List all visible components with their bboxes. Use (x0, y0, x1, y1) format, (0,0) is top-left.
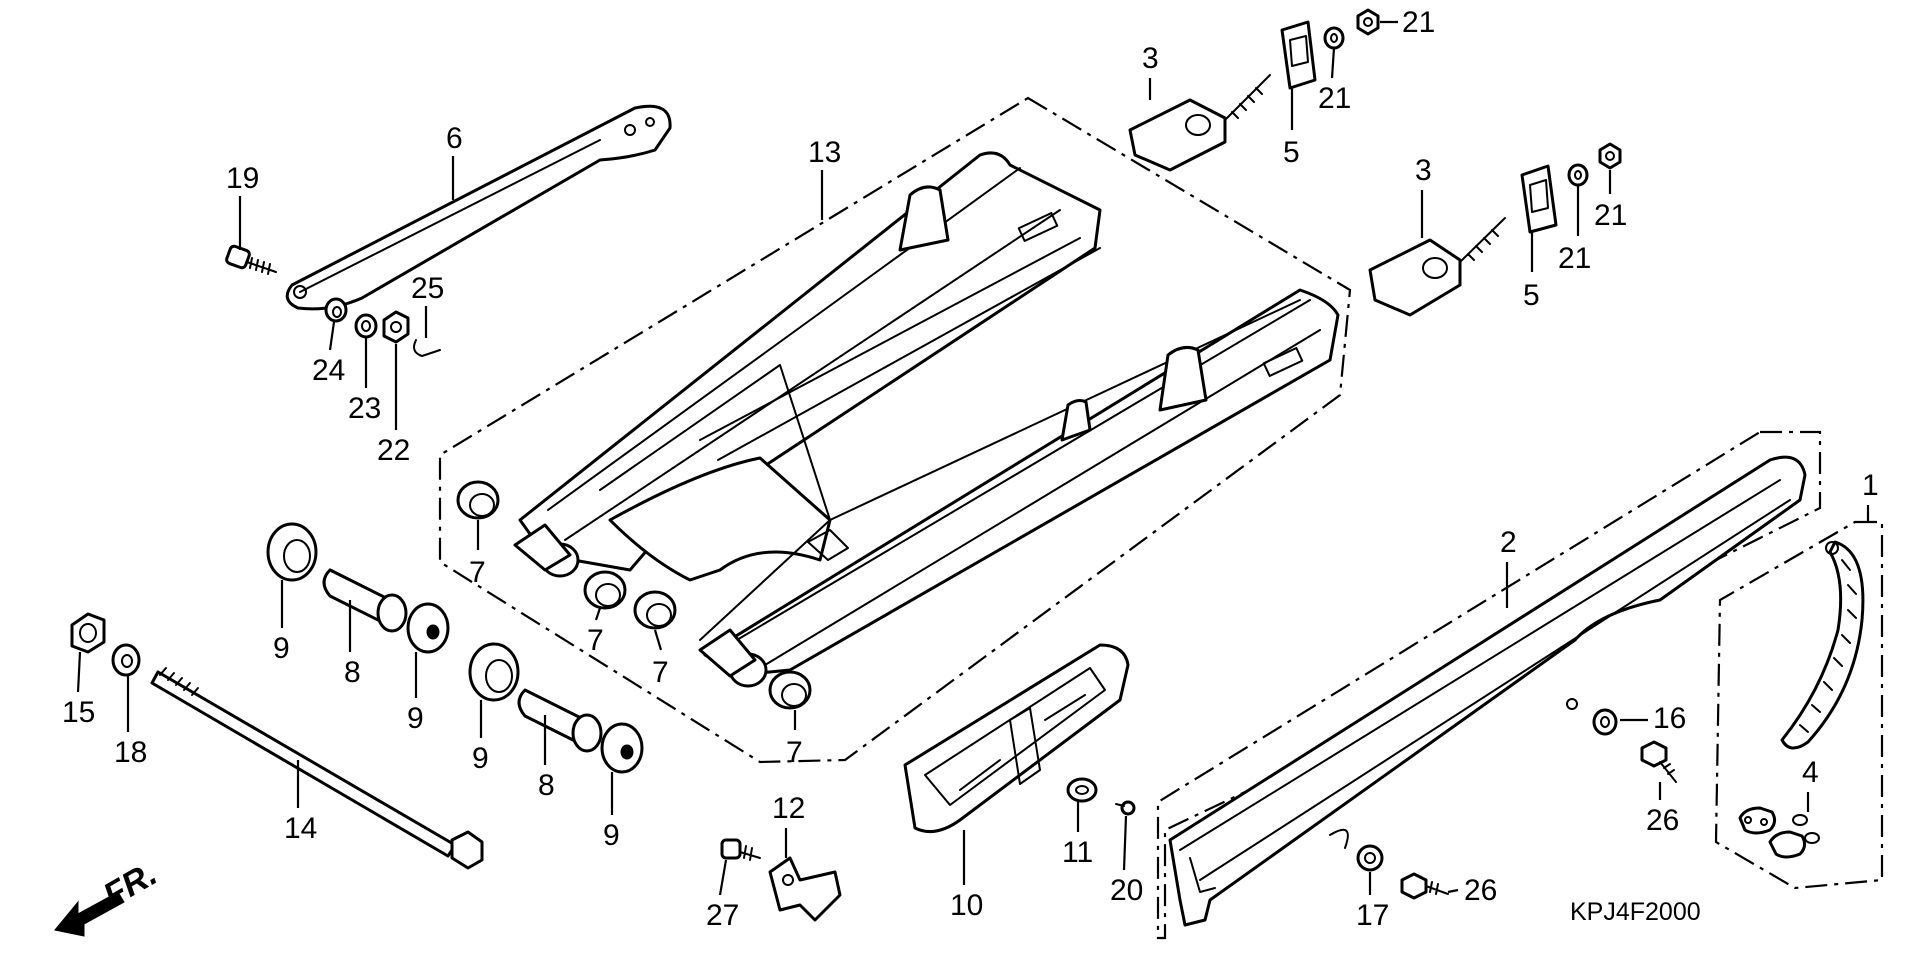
pivot-bolt-14-part (150, 667, 484, 870)
callout-c4: 4 (1802, 756, 1819, 789)
callout-c3b: 3 (1415, 154, 1432, 187)
bushing-7b-part (583, 570, 627, 610)
bearing-9c-part (468, 642, 520, 702)
callout-leader-c26b (1447, 888, 1459, 894)
swingarm-part (513, 151, 1340, 688)
callout-c22: 22 (377, 434, 410, 467)
callout-c23: 23 (348, 392, 381, 425)
callout-c12: 12 (772, 792, 805, 825)
chain-guide-10-part (903, 643, 1130, 834)
callout-c21d: 21 (1594, 199, 1627, 232)
bushing-7a-part (456, 480, 500, 520)
washer-23-part (354, 313, 378, 339)
callout-c5b: 5 (1523, 279, 1540, 312)
nut-22-part (382, 310, 410, 344)
screw-20-part (1115, 800, 1136, 816)
collar-17-part (1356, 844, 1384, 872)
bushing-7d-part (768, 670, 812, 710)
cotter-pin-25-part (413, 339, 441, 357)
grommet-16-part (1592, 708, 1618, 736)
callout-c13: 13 (808, 136, 841, 169)
callout-c21c: 21 (1558, 242, 1591, 275)
callout-c7c: 7 (652, 656, 669, 689)
washer-11-part (1066, 777, 1098, 803)
callout-c10: 10 (950, 889, 983, 922)
nut-21a-part (1323, 26, 1345, 50)
callout-c8b: 8 (538, 769, 555, 802)
washer-18-part (111, 643, 141, 677)
bearing-9a-part (266, 522, 318, 582)
callout-c11: 11 (1062, 836, 1093, 869)
torque-link-part (285, 104, 672, 311)
bearing-9b-part (406, 602, 450, 654)
callout-leader-c27 (718, 859, 728, 896)
callout-c9a: 9 (273, 632, 290, 665)
bearing-9d-part (600, 722, 644, 774)
callout-c26b: 26 (1464, 874, 1497, 907)
bolt-26a-part (1640, 740, 1677, 783)
callout-c1: 1 (1862, 469, 1879, 502)
collar-8a-part (322, 568, 408, 633)
assembly-boundaries (438, 96, 1884, 940)
callout-c21b: 21 (1318, 82, 1351, 115)
callout-c3a: 3 (1142, 42, 1159, 75)
front-arrow-icon (54, 891, 125, 937)
bushing-7c-part (633, 590, 677, 630)
callout-c2: 2 (1500, 526, 1517, 559)
chain-case-2-part (1168, 455, 1807, 927)
callout-leaders (76, 20, 1870, 896)
callout-c9d: 9 (603, 819, 620, 852)
master-link-4-part (1738, 806, 1820, 859)
chain-adjuster-3a-part (1128, 74, 1271, 172)
clamp-12-part (768, 856, 842, 922)
bolt-26b-part (1400, 872, 1449, 900)
callout-c8a: 8 (344, 656, 361, 689)
callout-c16: 16 (1653, 702, 1686, 735)
nut-21c-part (1567, 163, 1589, 187)
nut-21b-part (1356, 8, 1380, 36)
bolt-27-part (720, 838, 761, 861)
callout-c17: 17 (1356, 899, 1389, 932)
nut-21d-part (1598, 142, 1622, 170)
callout-c18: 18 (114, 736, 147, 769)
front-direction-indicator: FR. (54, 855, 163, 937)
swingarm-group-boundary (438, 96, 1352, 764)
callout-leader-c21b (1330, 47, 1336, 79)
chain-adjuster-3b-part (1368, 217, 1506, 317)
bolt-19-part (225, 244, 277, 275)
callout-c27: 27 (706, 899, 739, 932)
callout-c24: 24 (312, 354, 345, 387)
callout-c7d: 7 (786, 736, 803, 769)
callout-c20: 20 (1110, 874, 1143, 907)
callout-c9b: 9 (407, 702, 424, 735)
washer-24-part (324, 297, 348, 323)
callout-leader-c7b (594, 607, 602, 621)
callout-c5a: 5 (1283, 136, 1300, 169)
callout-c26a: 26 (1646, 804, 1679, 837)
callout-c7b: 7 (587, 624, 604, 657)
callout-leader-c15 (76, 651, 82, 693)
adjuster-plate-5b-part (1520, 164, 1558, 234)
callout-c21a: 21 (1402, 6, 1435, 39)
callout-leader-c7c (653, 629, 663, 651)
callout-c14: 14 (284, 812, 317, 845)
callout-c9c: 9 (472, 742, 489, 775)
callout-c15: 15 (62, 696, 95, 729)
chain-case-group-boundary (1156, 430, 1822, 940)
callout-c19: 19 (226, 162, 259, 195)
adjuster-plate-5a-part (1280, 20, 1317, 90)
diagram-code: KPJ4F2000 (1570, 898, 1701, 926)
callout-leader-c20 (1122, 815, 1128, 871)
chain-group-boundary (1714, 520, 1884, 890)
callout-c7a: 7 (469, 556, 486, 589)
callout-c25: 25 (411, 272, 444, 305)
drive-chain-1-part (1780, 540, 1865, 750)
callout-leader-c24 (328, 321, 336, 351)
callout-c6: 6 (446, 122, 463, 155)
collar-8b-part (517, 688, 603, 753)
nut-15-part (70, 612, 106, 654)
